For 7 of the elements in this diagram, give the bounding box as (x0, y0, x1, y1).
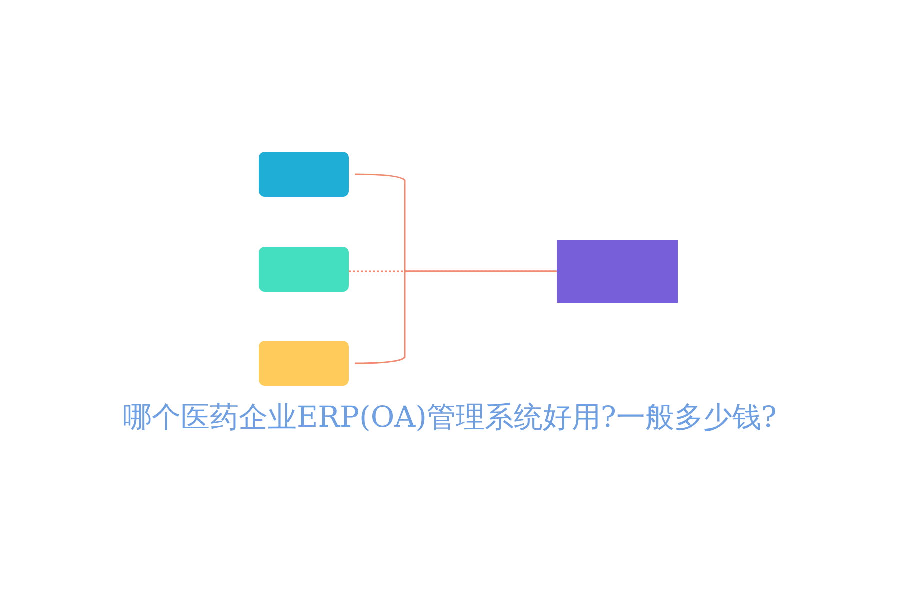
rounded-box (259, 152, 349, 197)
rounded-box (259, 341, 349, 386)
diagram-title: 哪个医药企业ERP(OA)管理系统好用?一般多少钱? (122, 399, 778, 436)
connector-line (349, 270, 557, 272)
rounded-box (557, 240, 678, 303)
rounded-box (259, 247, 349, 292)
connector-line (355, 270, 557, 364)
